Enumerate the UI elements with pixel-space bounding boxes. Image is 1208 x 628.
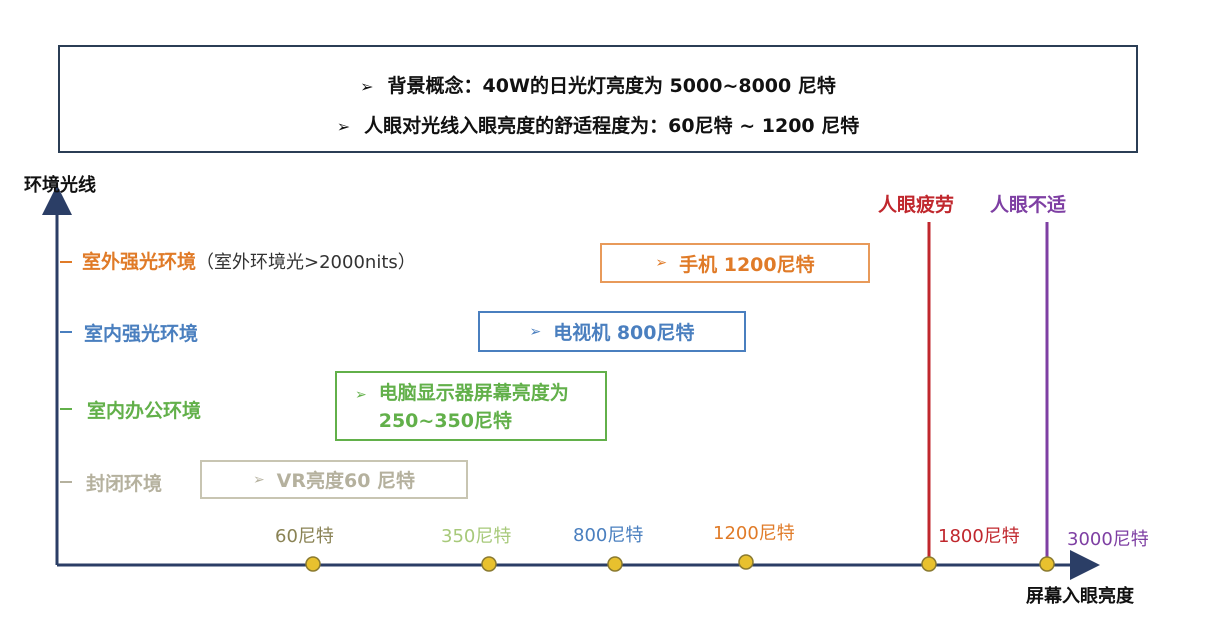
concept-line-1: ➢ 背景概念：40W的日光灯亮度为 5000~8000 尼特 [60,71,1136,98]
marker-60 [305,556,321,572]
device-monitor-label: 电脑显示器屏幕亮度为250~350尼特 [378,382,569,432]
arrow-bullet-icon: ➢ [252,471,265,488]
arrow-bullet-icon: ➢ [655,255,668,271]
env-outdoor-label: 室外强光环境 [82,251,197,273]
marker-800 [607,556,623,572]
marker-1800 [921,556,937,572]
tick-label-1200: 1200尼特 [713,523,795,544]
concept-line-2-text: 人眼对光线入眼亮度的舒适程度为：60尼特 ~ 1200 尼特 [364,115,860,137]
env-outdoor: 室外强光环境（室外环境光>2000nits） [82,247,416,274]
arrow-bullet-icon: ➢ [360,77,374,96]
discomfort-label: 人眼不适 [990,194,1067,216]
device-tv-box: ➢ 电视机 800尼特 [478,311,746,352]
device-vr-box: ➢ VR亮度60 尼特 [200,460,468,499]
arrow-bullet-icon: ➢ [355,387,367,403]
x-axis-title: 屏幕入眼亮度 [1026,586,1134,607]
device-tv-label: 电视机 800尼特 [553,322,695,344]
fatigue-label: 人眼疲劳 [878,194,955,216]
tick-label-350: 350尼特 [441,526,512,547]
device-phone-box: ➢ 手机 1200尼特 [600,243,870,283]
env-indoor-bright-label: 室内强光环境 [84,323,199,345]
concept-box: ➢ 背景概念：40W的日光灯亮度为 5000~8000 尼特 ➢ 人眼对光线入眼亮度… [58,45,1138,153]
concept-line-2: ➢ 人眼对光线入眼亮度的舒适程度为：60尼特 ~ 1200 尼特 [60,111,1136,138]
marker-3000 [1039,556,1055,572]
tick-label-800: 800尼特 [573,525,644,546]
y-axis-title: 环境光线 [24,175,96,196]
device-phone-label: 手机 1200尼特 [679,253,815,276]
env-closed-label: 封闭环境 [86,473,163,495]
env-outdoor-note: （室外环境光>2000nits） [196,252,416,273]
tick-label-3000: 3000尼特 [1067,529,1149,550]
tick-label-1800: 1800尼特 [938,526,1020,547]
arrow-bullet-icon: ➢ [529,323,542,340]
marker-350 [481,556,497,572]
arrow-bullet-icon: ➢ [336,117,351,136]
device-vr-label: VR亮度60 尼特 [276,470,416,492]
tick-label-60: 60尼特 [275,526,334,547]
concept-line-1-text: 背景概念：40W的日光灯亮度为 5000~8000 尼特 [387,75,836,97]
marker-1200 [738,554,754,570]
env-office-label: 室内办公环境 [87,400,202,422]
device-monitor-box: ➢ 电脑显示器屏幕亮度为250~350尼特 [335,371,607,441]
